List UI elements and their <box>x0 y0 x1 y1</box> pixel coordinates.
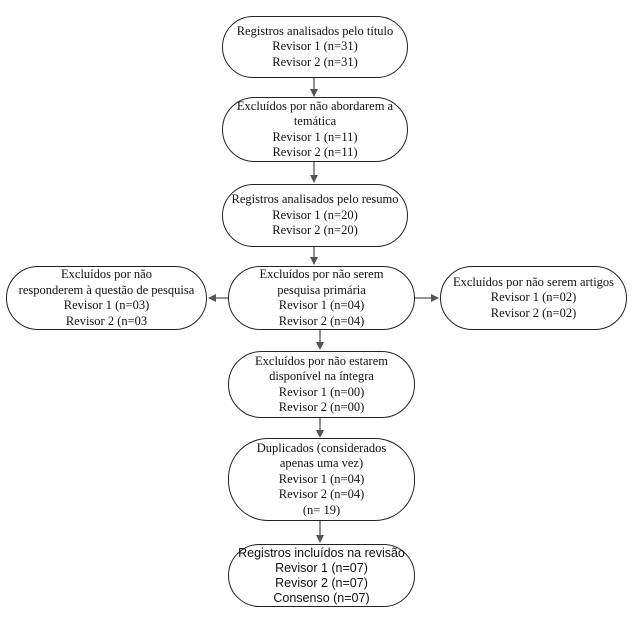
node-text-line: temática <box>293 114 337 128</box>
node-text-line: (n= 19) <box>302 502 341 517</box>
node-excluded-not-articles: Excluídos por não serem artigos Revisor … <box>440 266 627 330</box>
node-text-line: Revisor 1 (n=03) <box>63 298 150 312</box>
node-excluded-unavailable: Excluídos por não estarem disponível na … <box>228 351 415 418</box>
node-text-line: responderem à questão de pesquisa <box>18 282 195 297</box>
node-excluded-research-question: Excluídos por não responderem à questão … <box>6 266 207 330</box>
node-text-line: Revisor 1 (n=20) <box>272 207 358 222</box>
node-text-line: Revisor 2 (n=20) <box>272 223 358 238</box>
node-text-line: Consenso (n=07) <box>273 590 370 605</box>
node-text-line: Revisor 1 (n=00) <box>278 384 365 399</box>
node-text-line: Excluídos por não estarem <box>255 353 388 368</box>
node-text-line: Revisor 2 (n=04) <box>278 487 365 502</box>
node-text-line: Revisor 2 (n=11) <box>272 145 358 159</box>
node-text-line: disponível na íntegra <box>269 369 374 383</box>
node-text-line: Excluídos por não <box>61 267 152 281</box>
node-included-in-review: Registros incluídos na revisão Revisor 1… <box>228 544 415 607</box>
node-titles-screened: Registros analisados pelo título Revisor… <box>222 16 408 78</box>
node-text-line: apenas uma vez) <box>279 456 364 471</box>
node-excluded-not-primary: Excluídos por não serem pesquisa primári… <box>228 266 415 330</box>
node-text-line: Revisor 1 (n=04) <box>278 298 365 312</box>
node-text-line: Revisor 1 (n=02) <box>490 290 577 305</box>
node-text-line: Excluídos por não serem artigos <box>452 274 615 289</box>
node-text-line: Excluídos por não serem <box>259 267 384 281</box>
node-text-line: Excluídos por não abordarem a <box>236 98 394 113</box>
node-text-line: Revisor 1 (n=04) <box>278 471 365 486</box>
node-text-line: Revisor 2 (n=02) <box>490 305 577 320</box>
node-text-line: Registros incluídos na revisão <box>238 545 405 560</box>
node-text-line: Revisor 2 (n=04) <box>278 313 365 328</box>
node-text-line: Revisor 2 (n=31) <box>272 54 358 69</box>
node-text-line: Registros analisados pelo resumo <box>231 192 399 207</box>
node-text-line: Revisor 1 (n=11) <box>272 129 358 144</box>
node-text-line: Revisor 2 (n=00) <box>278 400 365 414</box>
node-text-line: pesquisa primária <box>277 282 366 297</box>
node-text-line: Revisor 1 (n=31) <box>272 39 358 54</box>
node-excluded-off-topic: Excluídos por não abordarem a temática R… <box>222 97 408 162</box>
node-abstracts-screened: Registros analisados pelo resumo Revisor… <box>222 184 408 247</box>
node-text-line: Registros analisados pelo título <box>236 23 394 38</box>
node-text-line: Revisor 2 (n=03 <box>65 313 148 328</box>
node-text-line: Duplicados (considerados <box>256 440 387 455</box>
node-text-line: Revisor 2 (n=07) <box>275 575 368 590</box>
node-text-line: Revisor 1 (n=07) <box>275 560 368 575</box>
node-duplicates: Duplicados (considerados apenas uma vez)… <box>228 438 415 521</box>
